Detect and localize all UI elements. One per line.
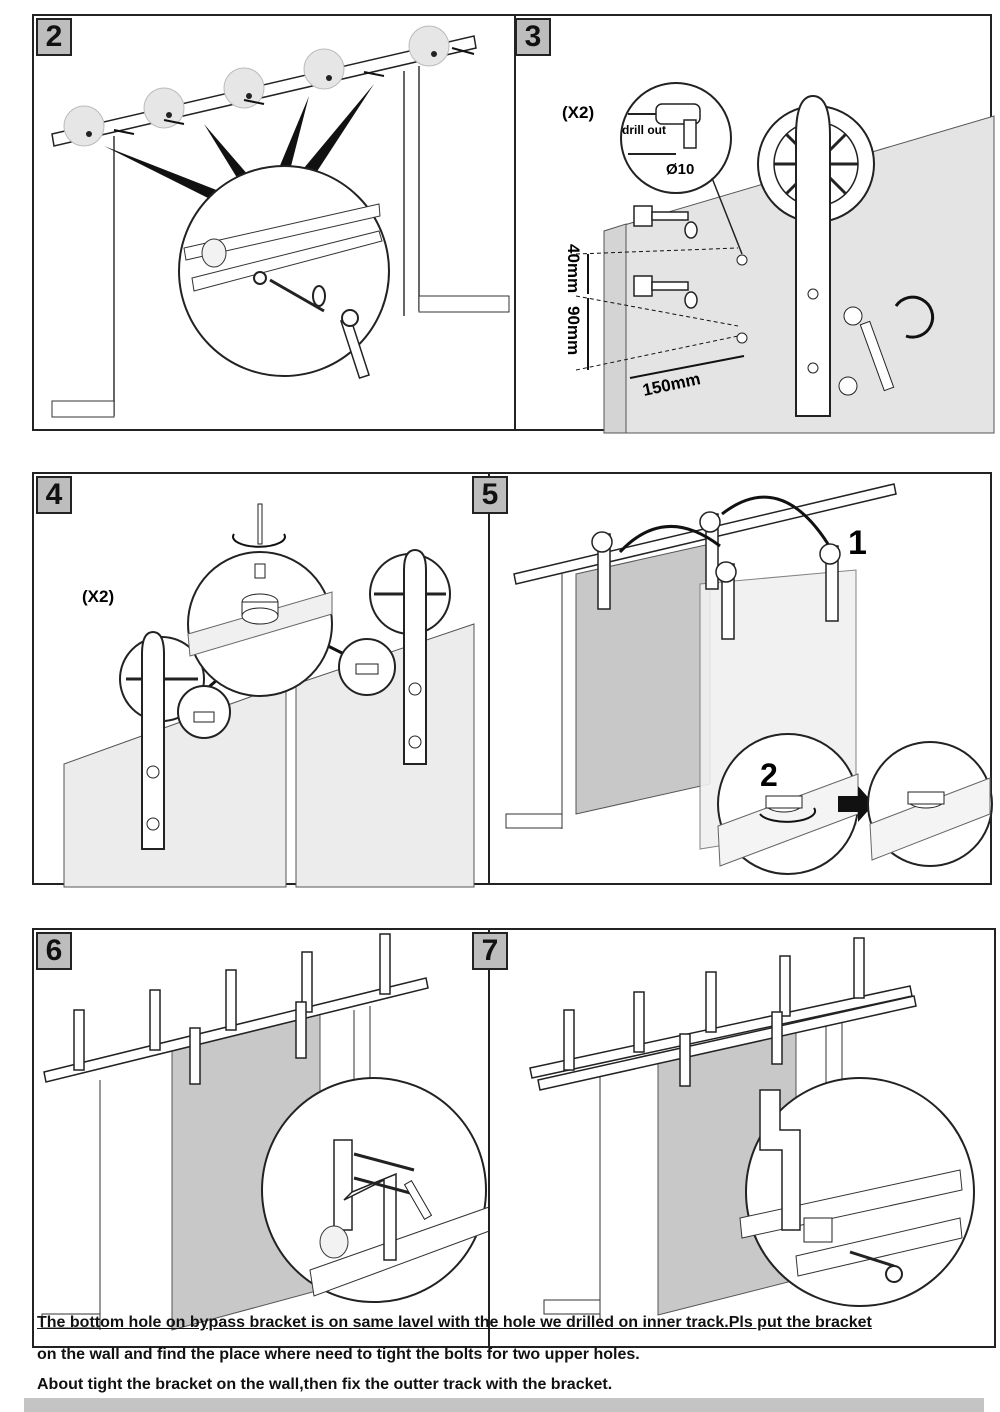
callout-1: 1: [848, 524, 867, 562]
step-3-illustration: drill out Ø10 (X2) 40mm 90mm 150mm: [562, 82, 995, 434]
dim-90mm: 90mm: [564, 306, 583, 355]
instruction-line-3: About tight the bracket on the wall,then…: [37, 1376, 613, 1393]
step-2-badge: 2: [36, 18, 72, 56]
step-3-quantity: (X2): [562, 103, 594, 122]
dim-40mm: 40mm: [564, 244, 583, 293]
step-2-illustration: [51, 25, 510, 418]
step-6-panel: 6: [32, 928, 493, 1348]
drill-out-label: drill out: [622, 123, 666, 137]
step-4-panel: (X2) 4: [32, 472, 490, 888]
step-5-panel: 1 2 5: [472, 472, 993, 885]
footer-bar: [24, 1398, 984, 1412]
step-4-badge: 4: [36, 476, 72, 514]
step-7-panel: 7: [472, 928, 996, 1348]
instruction-line-2: on the wall and find the place where nee…: [37, 1346, 640, 1363]
step-7-badge: 7: [472, 932, 508, 970]
step-5-badge: 5: [472, 476, 508, 514]
step-5-illustration: 1 2: [505, 483, 993, 875]
callout-2: 2: [760, 757, 778, 793]
step-3-panel: drill out Ø10 (X2) 40mm 90mm 150mm 3: [514, 14, 995, 434]
drill-size-label: Ø10: [666, 161, 694, 178]
step-4-quantity: (X2): [82, 587, 114, 606]
step-2-panel: 2: [32, 14, 516, 431]
instruction-line-1: The bottom hole on bypass bracket is on …: [37, 1314, 872, 1331]
step-3-badge: 3: [515, 18, 551, 56]
step-6-illustration: [41, 933, 493, 1331]
step-6-badge: 6: [36, 932, 72, 970]
step-7-illustration: [529, 937, 975, 1320]
step-4-illustration: (X2): [63, 503, 475, 888]
